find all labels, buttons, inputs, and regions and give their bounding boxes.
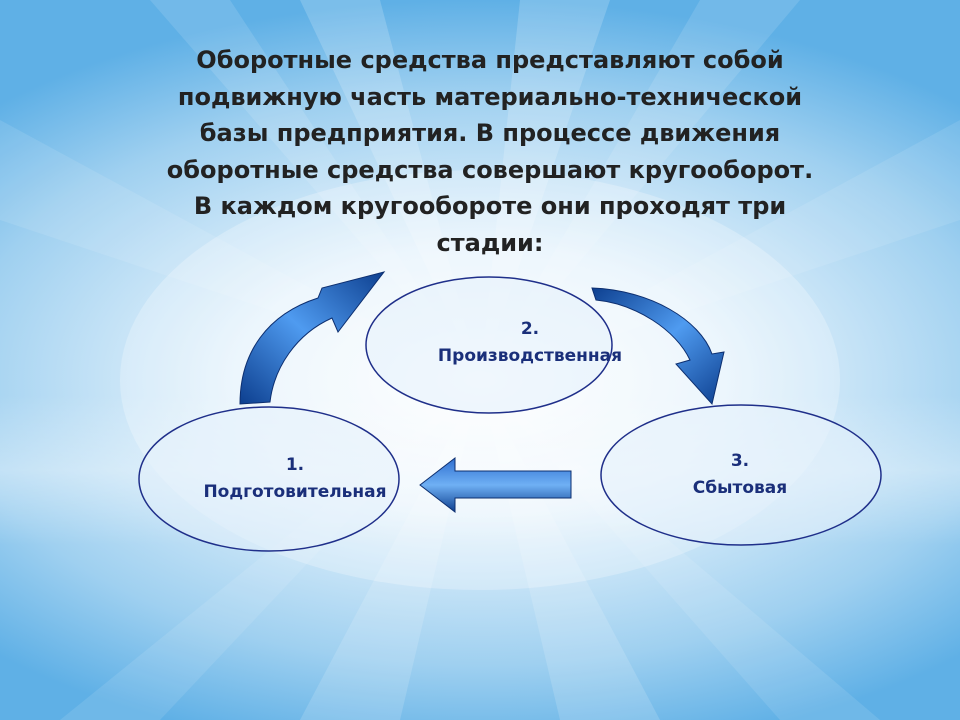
stage-ellipse-1 [138, 406, 400, 552]
heading-line: оборотные средства совершают кругооборот… [166, 155, 814, 184]
curved-arrow-icon [239, 271, 386, 405]
stage-name: Производственная [437, 346, 623, 366]
stage-number: 2. [520, 319, 540, 339]
curved-arrow-icon [591, 287, 725, 406]
heading-text: Оборотные средства представляют собой по… [140, 42, 840, 261]
stage-number: 3. [730, 451, 750, 471]
left-arrow-icon [419, 456, 572, 514]
heading-line: В каждом кругообороте они проходят три [193, 192, 787, 220]
heading-line: подвижную часть материально-технической [177, 82, 803, 111]
stage-ellipse-3 [600, 404, 882, 546]
stage-number: 1. [285, 455, 305, 475]
stage-label-3: 3. Сбытовая [600, 448, 880, 502]
heading-line: Оборотные средства представляют собой [196, 46, 784, 74]
stage-name: Подготовительная [203, 482, 387, 502]
stage-ellipse-2 [365, 276, 613, 414]
stage-name: Сбытовая [692, 478, 788, 498]
stage-label-1: 1. Подготовительная [150, 452, 440, 506]
heading-line: базы предприятия. В процессе движения [199, 119, 781, 147]
heading-line: стадии: [436, 228, 544, 257]
stage-label-2: 2. Производственная [380, 316, 680, 370]
